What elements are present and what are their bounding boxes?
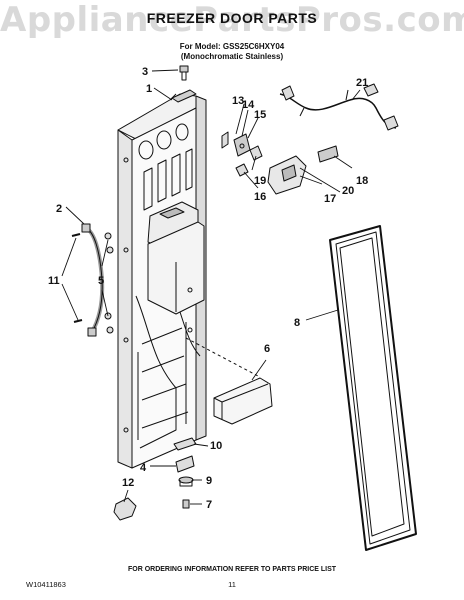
callout-17: 17: [324, 193, 336, 205]
callout-12: 12: [122, 477, 134, 489]
callout-20: 20: [342, 185, 354, 197]
callout-2: 2: [56, 203, 62, 215]
top-hinge-screw: [179, 65, 189, 81]
callout-11: 11: [48, 275, 60, 287]
door-gasket: [329, 225, 417, 551]
callout-1: 1: [146, 83, 152, 95]
watermark: AppliancePartsPros.com: [0, 0, 464, 40]
callout-14: 14: [242, 99, 255, 111]
callout-21: 21: [356, 77, 368, 89]
callout-labels: 1 2 3 4 5 6 7 8 9 10 11 12 13 14 15 16 1…: [48, 66, 368, 511]
leader-lines: [61, 69, 361, 505]
callout-15: 15: [254, 109, 266, 121]
callout-8: 8: [294, 317, 300, 329]
callout-4: 4: [140, 462, 147, 474]
page-title: FREEZER DOOR PARTS: [146, 10, 318, 26]
door-handle: [81, 223, 105, 337]
callout-3: 3: [142, 66, 148, 78]
bottom-hinge-parts: [113, 437, 197, 521]
callout-6: 6: [264, 343, 270, 355]
callout-19: 19: [254, 175, 266, 187]
freezer-door-panel: [117, 89, 207, 469]
callout-13: 13: [232, 95, 244, 107]
dispenser-components: [221, 83, 399, 195]
page-number: 11: [228, 580, 236, 589]
handle-screws: [71, 232, 114, 334]
callout-7: 7: [206, 499, 212, 511]
callout-5: 5: [98, 275, 104, 287]
callout-18: 18: [356, 175, 368, 187]
callout-10: 10: [210, 440, 222, 452]
finish-line: (Monochromatic Stainless): [180, 52, 284, 61]
document-number: W10411863: [26, 580, 66, 589]
door-bin: [185, 337, 273, 425]
ordering-info: FOR ORDERING INFORMATION REFER TO PARTS …: [127, 566, 337, 573]
callout-16: 16: [254, 191, 266, 203]
callout-9: 9: [206, 475, 212, 487]
model-line: For Model: GSS25C6HXY04: [179, 42, 285, 51]
